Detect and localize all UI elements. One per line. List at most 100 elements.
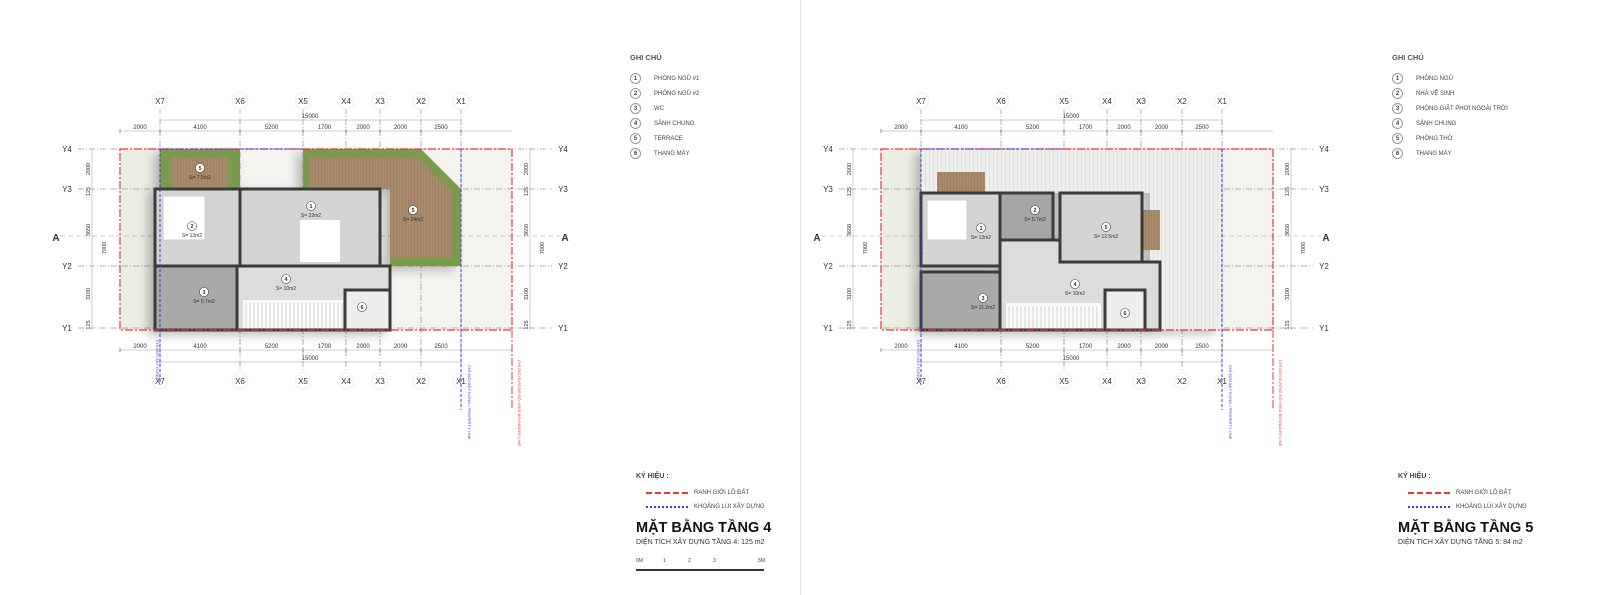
axis-label-x: X2 (416, 377, 426, 386)
axis-label-y: Y3 (823, 185, 833, 194)
key-block-floor-4: KÝ HIỆU : RANH GIỚI LÔ ĐẤT KHOẢNG LÙI XÂ… (636, 473, 771, 571)
axis-bubble (231, 92, 249, 110)
dimension-label: 125 (847, 187, 853, 196)
axis-label-y: Y2 (558, 262, 568, 271)
axis-bubble (1055, 92, 1073, 110)
notes-item-label: SẢNH CHUNG (1416, 120, 1457, 127)
room-number-badge: 1 (1392, 73, 1403, 84)
dimension-label: 2500 (434, 125, 448, 131)
dimension-label: 1700 (1079, 125, 1093, 131)
sheet-divider (800, 0, 801, 595)
dimension-label: 4100 (954, 344, 968, 350)
room-area-label: S= 9.7m2 (193, 299, 215, 305)
section-marker-left: A (813, 233, 820, 244)
dimension-label: 3100 (847, 288, 853, 300)
axis-bubble (1132, 372, 1150, 390)
axis-label-y: Y4 (62, 145, 72, 154)
dimension-label: 2000 (356, 125, 370, 131)
axis-label-y: Y2 (823, 262, 833, 271)
room-number: 1 (979, 226, 982, 232)
room-number-badge: 5 (630, 133, 641, 144)
room-area-label: S= 11.2m2 (971, 305, 995, 311)
room-area-label: S= 13m2 (182, 233, 202, 239)
room-number: 3 (202, 290, 205, 296)
room-number-badge: 1 (630, 73, 641, 84)
dimension-label: 2000 (356, 344, 370, 350)
dimension-label: 2500 (434, 344, 448, 350)
axis-bubble (371, 92, 389, 110)
room-number: 1 (309, 204, 312, 210)
scale-tick-label: 3 (713, 558, 716, 564)
balcony-deck (1142, 210, 1160, 250)
room-wc (998, 191, 1055, 242)
key-red-line: RANH GIỚI LÔ ĐẤT (1408, 486, 1533, 500)
axis-bubble (231, 372, 249, 390)
dimension-label: 2000 (894, 344, 908, 350)
notes-item-label: WC (654, 105, 664, 112)
terrace-deck (310, 157, 452, 258)
axis-label-x: X6 (235, 377, 245, 386)
key-block-floor-5: KÝ HIỆU : RANH GIỚI LÔ ĐẤT KHOẢNG LÙI XÂ… (1398, 473, 1533, 546)
axis-label-x: X1 (456, 97, 466, 106)
axis-bubble (337, 92, 355, 110)
plan-area-text: DIỆN TÍCH XÂY DỰNG TẦNG 5: 84 m2 (1398, 539, 1523, 546)
axis-bubble (412, 372, 430, 390)
axis-bubble (992, 372, 1010, 390)
dimension-total-label: 15000 (1063, 356, 1080, 362)
room-area-label: S= 10m2 (1065, 291, 1085, 297)
axis-bubble (1173, 372, 1191, 390)
room-laundry (919, 270, 1002, 332)
axis-bubble (412, 92, 430, 110)
axis-bubble (1055, 372, 1073, 390)
axis-bubble (337, 372, 355, 390)
axis-label-x: X2 (1177, 377, 1187, 386)
axis-label-x: X6 (235, 97, 245, 106)
section-marker-right: A (561, 233, 568, 244)
room-number-circle (978, 293, 988, 303)
scale-tick-label: 2 (688, 558, 691, 564)
boundary-line-label: CHỈ GIỚI ĐƯỜNG ĐỎ / RED BOUNDARY LINE (517, 360, 522, 446)
room-wc (153, 264, 239, 332)
dimension-label: 3100 (1285, 288, 1291, 300)
notes-item-label: TERRACE (654, 135, 683, 142)
dimension-label: 2000 (1155, 344, 1169, 350)
axis-label-x: X4 (1102, 97, 1112, 106)
room-area-label: S= 5.7m2 (1024, 217, 1046, 223)
dimension-total-label: 7000 (863, 242, 869, 254)
axis-label-x: X5 (1059, 377, 1069, 386)
axis-label-y: Y3 (1319, 185, 1329, 194)
room-number: 4 (1073, 282, 1077, 288)
key-title: KÝ HIỆU : (636, 473, 669, 480)
boundary-line-label: CHỈ GIỚI XÂY DỰNG (916, 340, 921, 379)
axis-label-x: X7 (155, 97, 165, 106)
axis-label-x: X4 (1102, 377, 1112, 386)
room-number-circle (408, 205, 418, 215)
dimension-total-label: 7000 (102, 242, 108, 254)
dimension-total-label: 7000 (1301, 242, 1307, 254)
axis-bubble (1098, 372, 1116, 390)
room-number-circle (1030, 205, 1040, 215)
notes-item-label: THANG MÁY (1416, 150, 1452, 157)
site-boundary-line (119, 148, 513, 331)
dimension-label: 2000 (524, 163, 530, 175)
axis-label-y: Y1 (1319, 324, 1329, 333)
dimension-label: 4100 (193, 344, 207, 350)
room-number-circle (1101, 222, 1111, 232)
scale-tick-label: 1 (663, 558, 666, 564)
plan-area-text: DIỆN TÍCH XÂY DỰNG TẦNG 4: 125 m2 (636, 539, 765, 546)
notes-item-label: NHÀ VỆ SINH (1416, 90, 1455, 97)
dimension-label: 2000 (847, 163, 853, 175)
axis-bubble (294, 92, 312, 110)
roof-area (1150, 149, 1222, 330)
axis-label-x: X5 (298, 97, 308, 106)
dimension-label: 5200 (1026, 344, 1040, 350)
